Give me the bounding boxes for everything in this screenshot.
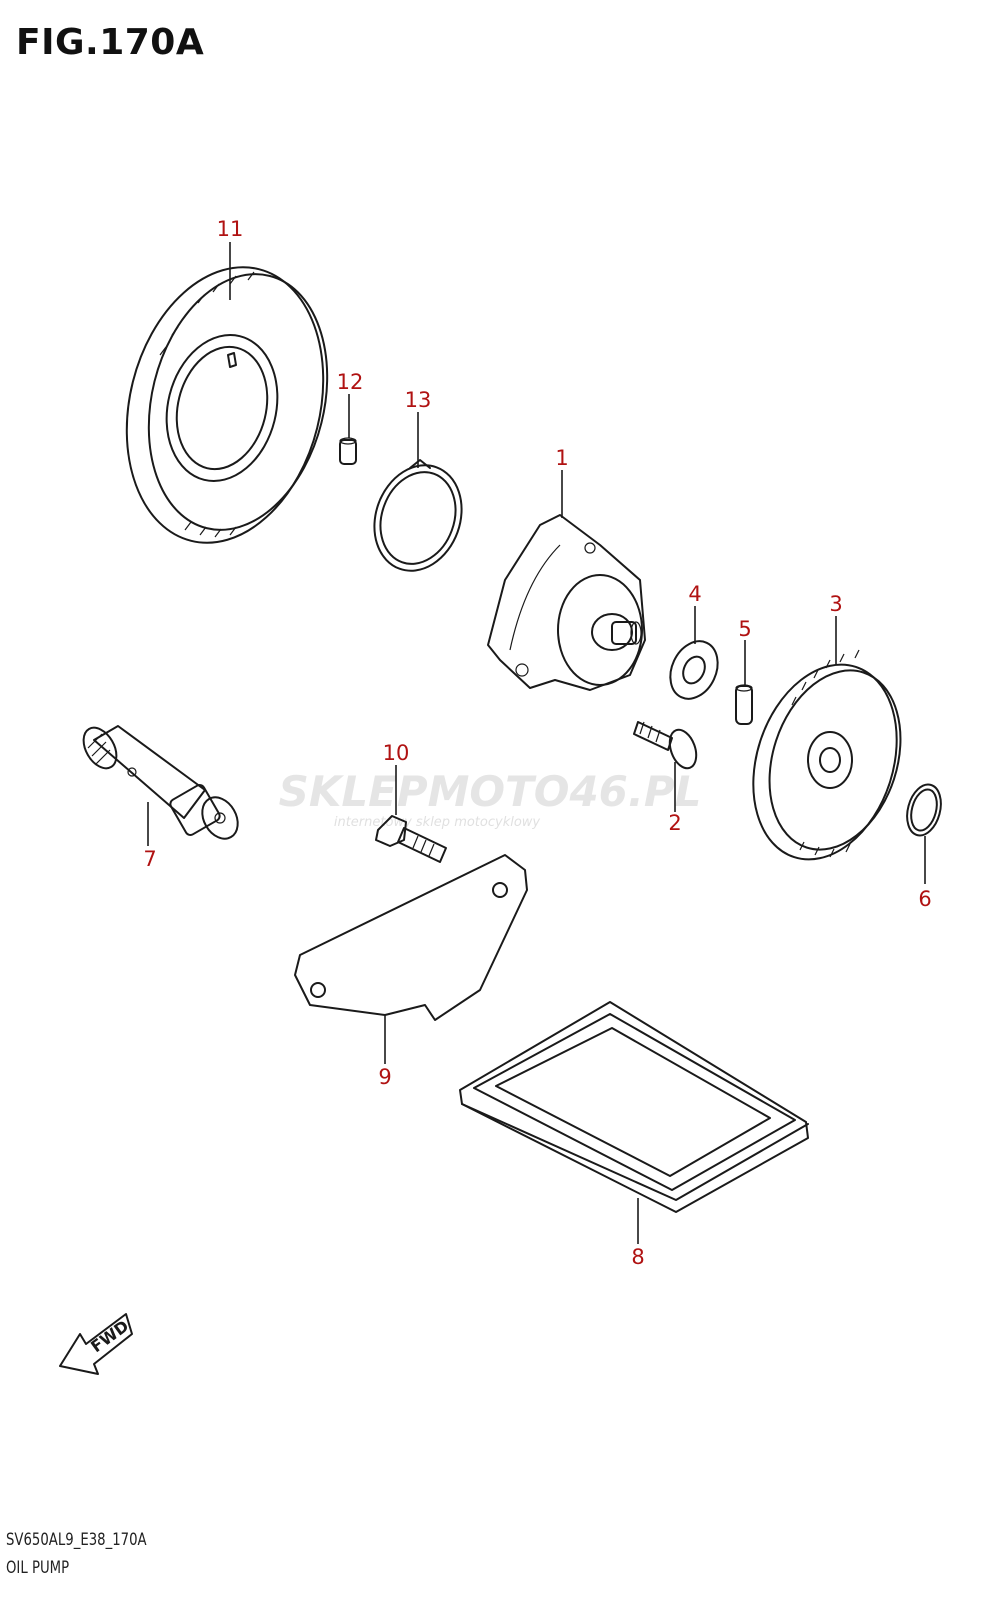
- figure-code: SV650AL9_E38_170A: [6, 1530, 147, 1550]
- figure-name: OIL PUMP: [6, 1558, 70, 1578]
- callout-12: 12: [337, 370, 364, 394]
- callout-13: 13: [405, 388, 432, 412]
- watermark-tagline: internetowy sklep motocyklowy: [334, 815, 541, 830]
- fwd-direction-arrow: FWD: [59, 1313, 133, 1375]
- fwd-label: FWD: [87, 1316, 132, 1356]
- callout-3: 3: [829, 592, 842, 616]
- part-12-dowel-pin: [339, 437, 357, 465]
- callout-6: 6: [918, 887, 931, 911]
- callout-8: 8: [631, 1245, 644, 1269]
- watermark: SKLEPMOTO46.PL internetowy sklep motocyk…: [279, 767, 702, 830]
- part-13-circlip: [373, 459, 463, 572]
- callout-10: 10: [383, 741, 410, 765]
- part-5-pin: [735, 684, 753, 725]
- part-7-oil-union: [82, 725, 239, 840]
- part-1-oil-pump: [487, 514, 646, 691]
- part-3-pump-gear: [752, 649, 902, 861]
- watermark-brand: SKLEPMOTO46.PL: [279, 767, 702, 816]
- part-4-washer: [669, 640, 719, 700]
- callout-numbers: 11 12 13 1 4 5 3 2 6 7 10 9 8: [143, 217, 931, 1269]
- part-9-plate: [294, 854, 528, 1021]
- callout-7: 7: [143, 847, 156, 871]
- part-10-bolt: [375, 815, 447, 863]
- callout-5: 5: [738, 617, 751, 641]
- figure-title: FIG.170A: [16, 22, 205, 63]
- part-11-driven-gear: [125, 266, 329, 544]
- callout-2: 2: [668, 811, 681, 835]
- callout-11: 11: [217, 217, 244, 241]
- part-6-circlip: [906, 783, 942, 837]
- callout-9: 9: [378, 1065, 391, 1089]
- callout-1: 1: [555, 446, 568, 470]
- part-8-filter: [459, 1001, 809, 1213]
- part-2-screw: [633, 721, 698, 770]
- callout-4: 4: [688, 582, 701, 606]
- callout-leaders: [147, 242, 926, 1244]
